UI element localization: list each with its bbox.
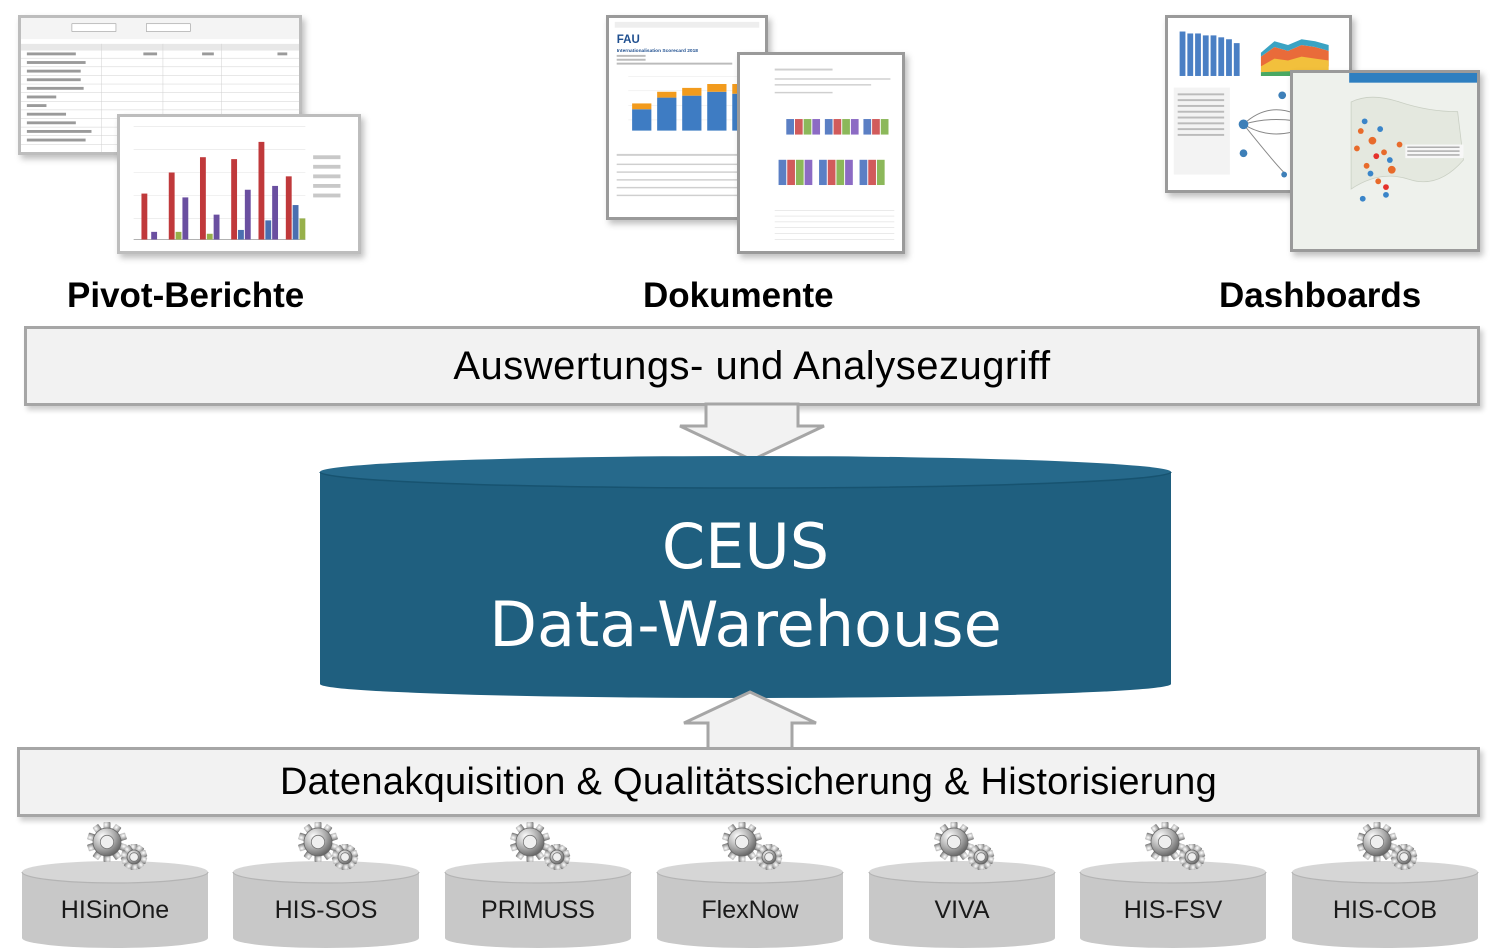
database-cylinder [232,861,420,948]
source-system-flexnow: FlexNow [656,822,844,950]
warehouse-name: CEUS [661,510,830,583]
map-dashboard-thumbnail [1290,70,1480,252]
source-system-label: HIS-COB [1332,896,1438,924]
source-system-label: PRIMUSS [481,896,595,924]
data-acquisition-label: Datenakquisition & Qualitätssicherung & … [279,760,1218,803]
source-system-label: VIVA [934,896,990,924]
warehouse-title: CEUS Data-Warehouse [318,508,1173,664]
database-cylinder [21,861,209,948]
source-system-label: HISinOne [60,896,170,924]
analysis-access-label: Auswertungs- und Analysezugriff [453,343,1051,388]
report-document-thumbnail [737,52,905,254]
fau-logo-text: FAU [617,33,640,46]
database-cylinder [868,861,1056,948]
data-acquisition-band: Datenakquisition & Qualitätssicherung & … [17,747,1480,817]
database-cylinder [656,861,844,948]
down-arrow [679,402,825,462]
database-cylinder [1079,861,1267,948]
database-cylinder [444,861,632,948]
pivot-table-thumbnail [18,15,302,155]
warehouse-type: Data-Warehouse [489,588,1002,661]
data-warehouse-cylinder [319,456,1172,698]
source-system-label: HIS-SOS [274,896,378,924]
database-cylinder [1291,861,1479,948]
source-system-label: FlexNow [701,896,799,924]
source-system-label: HIS-FSV [1123,896,1223,924]
bar-chart-thumbnail [117,114,361,254]
source-system-hisinone: HISinOne [21,822,209,950]
source-system-primuss: PRIMUSS [444,822,632,950]
source-system-his-sos: HIS-SOS [232,822,420,950]
up-arrow [683,690,817,753]
source-system-his-cob: HIS-COB [1291,822,1479,950]
category-label-pivot-berichte: Pivot-Berichte [67,276,305,315]
scorecard-title-text: Internationalisation Scorecard 2018 [617,48,699,54]
analysis-access-band: Auswertungs- und Analysezugriff [24,326,1480,406]
source-system-viva: VIVA [868,822,1056,950]
category-label-dokumente: Dokumente [643,276,834,315]
category-label-dashboards: Dashboards [1219,276,1422,315]
source-system-his-fsv: HIS-FSV [1079,822,1267,950]
